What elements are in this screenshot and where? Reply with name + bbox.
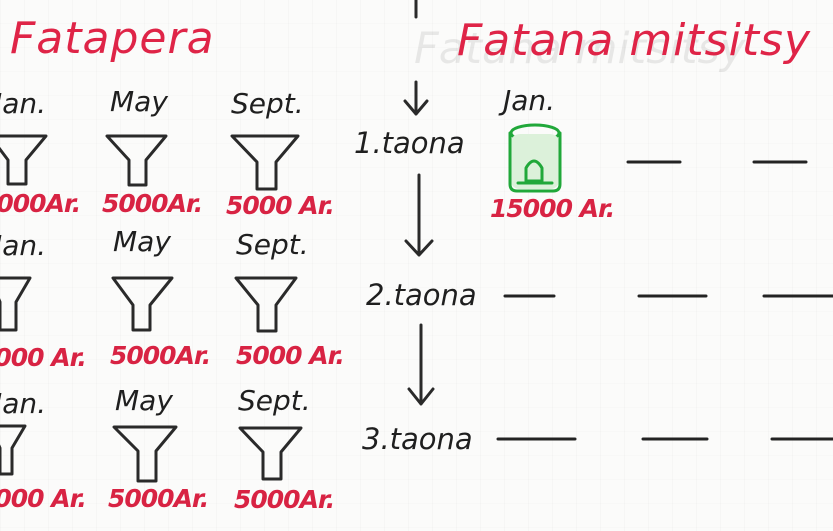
month-label: Sept. xyxy=(238,384,311,417)
cone-stove-icon xyxy=(112,425,178,483)
month-label: May xyxy=(110,85,168,118)
year-label: 3.taona xyxy=(362,422,473,456)
price-label: 5000Ar. xyxy=(102,189,203,218)
price-label: 5000 Ar. xyxy=(226,191,335,220)
price-label: 5000 Ar. xyxy=(236,341,345,370)
down-arrow-icon xyxy=(407,323,435,406)
funnel-row-2 xyxy=(0,276,298,333)
month-label: Jan. xyxy=(0,87,47,120)
cone-stove-icon xyxy=(234,276,298,333)
funnel-row-1 xyxy=(0,134,300,191)
left-title: Fatapera xyxy=(10,13,215,64)
year-label: 2.taona xyxy=(366,278,477,312)
cone-stove-icon xyxy=(238,426,303,481)
faint-background-title: Fatana mitsitsy xyxy=(414,24,746,74)
down-arrow-icon xyxy=(404,173,434,257)
fuel-efficient-stove-icon xyxy=(508,123,562,193)
month-label: Sept. xyxy=(236,228,309,261)
down-arrow-icon xyxy=(403,80,429,116)
cone-stove-icon xyxy=(0,134,48,186)
price-label: 5000Ar. xyxy=(234,485,335,514)
price-label: 5000 Ar. xyxy=(0,343,87,372)
month-label: Jan. xyxy=(0,229,47,262)
price-label: 5000Ar. xyxy=(108,484,209,513)
month-label: May xyxy=(115,384,173,417)
funnel-row-3 xyxy=(0,424,303,483)
cone-stove-icon xyxy=(105,134,168,187)
month-label: Jan. xyxy=(503,84,556,117)
cone-stove-icon xyxy=(0,276,32,332)
price-label: 5000Ar. xyxy=(110,341,211,370)
month-label: Sept. xyxy=(231,87,304,120)
month-label: Jan. xyxy=(0,387,47,420)
year-label: 1.taona xyxy=(354,126,465,160)
cone-stove-icon xyxy=(111,276,174,332)
right-title: Fatana mitsitsy xyxy=(457,15,812,66)
cone-stove-icon xyxy=(0,424,27,476)
cone-stove-icon xyxy=(230,134,300,191)
price-label: 5000Ar. xyxy=(0,189,81,218)
month-label: May xyxy=(113,225,171,258)
price-label: 5000 Ar. xyxy=(0,484,87,513)
price-label: 15000 Ar. xyxy=(490,194,615,223)
